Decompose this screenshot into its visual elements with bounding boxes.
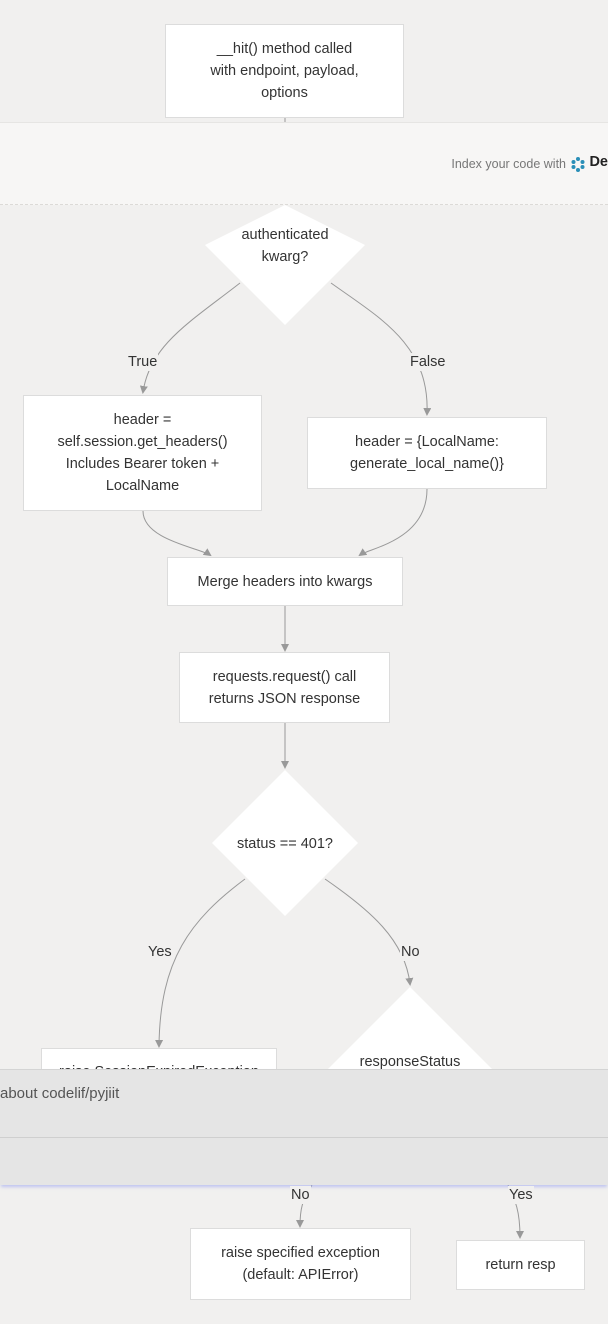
status-decision-label: status == 401? <box>237 836 333 852</box>
edge-status-no <box>324 878 414 986</box>
edge-label-yes-bottom: Yes <box>508 1186 534 1204</box>
merge-node: Merge headers into kwargs <box>167 557 403 606</box>
header-local-node: header = {LocalName: generate_local_name… <box>307 417 547 489</box>
edge-header-auth-to-merge <box>142 510 212 557</box>
return-resp-node: return resp <box>456 1240 585 1290</box>
status-decision-diamond <box>212 770 358 916</box>
edge-label-no: No <box>400 943 421 961</box>
index-code-banner: Index your code with De <box>0 122 608 205</box>
return-resp-label: return resp <box>485 1257 556 1273</box>
header-auth-label: header = self.session.get_headers() Incl… <box>57 412 228 494</box>
raise-exception-label: raise specified exception (default: APIE… <box>221 1245 380 1283</box>
edge-label-yes: Yes <box>147 943 173 961</box>
auth-decision-diamond <box>205 205 365 325</box>
banner-brand[interactable]: De <box>589 154 608 170</box>
banner-text: Index your code with <box>451 157 566 171</box>
edge-auth-false <box>330 282 432 416</box>
ask-bar-text[interactable]: about codelif/pyjiit <box>0 1085 120 1102</box>
request-node: requests.request() call returns JSON res… <box>179 652 390 723</box>
merge-label: Merge headers into kwargs <box>197 573 373 590</box>
auth-decision-label: authenticated kwarg? <box>241 227 329 265</box>
header-local-label: header = {LocalName: generate_local_name… <box>350 434 504 472</box>
edge-label-no-bottom: No <box>290 1186 311 1204</box>
edge-label-true: True <box>127 353 159 371</box>
devin-logo-icon <box>571 157 585 172</box>
start-node: __hit() method called with endpoint, pay… <box>165 24 404 118</box>
edge-auth-true <box>139 282 241 394</box>
response-status-decision-label: responseStatus <box>359 1054 461 1070</box>
start-node-label: __hit() method called with endpoint, pay… <box>210 41 359 101</box>
raise-exception-node: raise specified exception (default: APIE… <box>190 1228 411 1300</box>
ask-bar-divider <box>0 1137 608 1138</box>
edge-status-yes <box>155 878 246 1048</box>
header-auth-node: header = self.session.get_headers() Incl… <box>23 395 262 511</box>
edge-label-false: False <box>409 353 447 371</box>
ask-bar[interactable]: about codelif/pyjiit <box>0 1069 608 1185</box>
request-label: requests.request() call returns JSON res… <box>208 668 361 707</box>
edge-header-local-to-merge <box>358 488 428 557</box>
